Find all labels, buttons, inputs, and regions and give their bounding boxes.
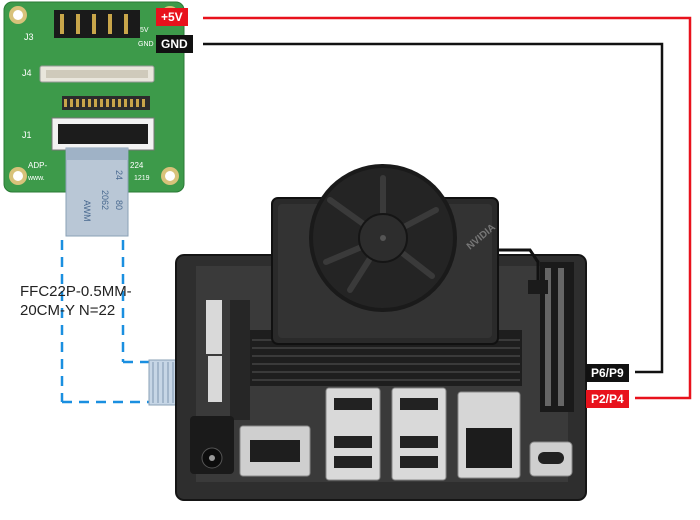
label-p6p9: P6/P9 (586, 364, 629, 382)
board-code: 224 (130, 161, 144, 170)
devkit-board (175, 164, 587, 501)
board-text: ADP- (28, 161, 47, 170)
ffc-cable (65, 147, 129, 237)
label-gnd: GND (156, 35, 193, 53)
pin-5v-label: 5V (140, 27, 149, 34)
adapter-board (3, 1, 185, 193)
pin-gnd-label: GND (138, 41, 154, 48)
label-p2p4: P2/P4 (586, 390, 629, 408)
red-wire (203, 16, 692, 400)
ffc-cable-dashed-outline (60, 240, 160, 404)
cable-label-line2: 20CM-Y N=22 (20, 302, 116, 319)
label-plus5v: +5V (156, 8, 188, 26)
board-url: www. (27, 175, 45, 182)
board-id: 1219 (134, 175, 150, 182)
connector-j4-label: J4 (22, 68, 32, 78)
connector-j1-label: J1 (22, 130, 32, 140)
cable-label-line1: FFC22P-0.5MM- (20, 283, 132, 300)
ffc-print-80: 80 (114, 200, 124, 210)
connector-j3-label: J3 (24, 32, 34, 42)
black-wire (203, 42, 664, 374)
ffc-print-awm: AWM (82, 200, 92, 222)
ffc-print-24: 24 (114, 170, 124, 180)
ffc-print-2062: 2062 (100, 190, 110, 210)
cable-label: FFC22P-0.5MM- 20CM-Y N=22 (20, 282, 132, 320)
